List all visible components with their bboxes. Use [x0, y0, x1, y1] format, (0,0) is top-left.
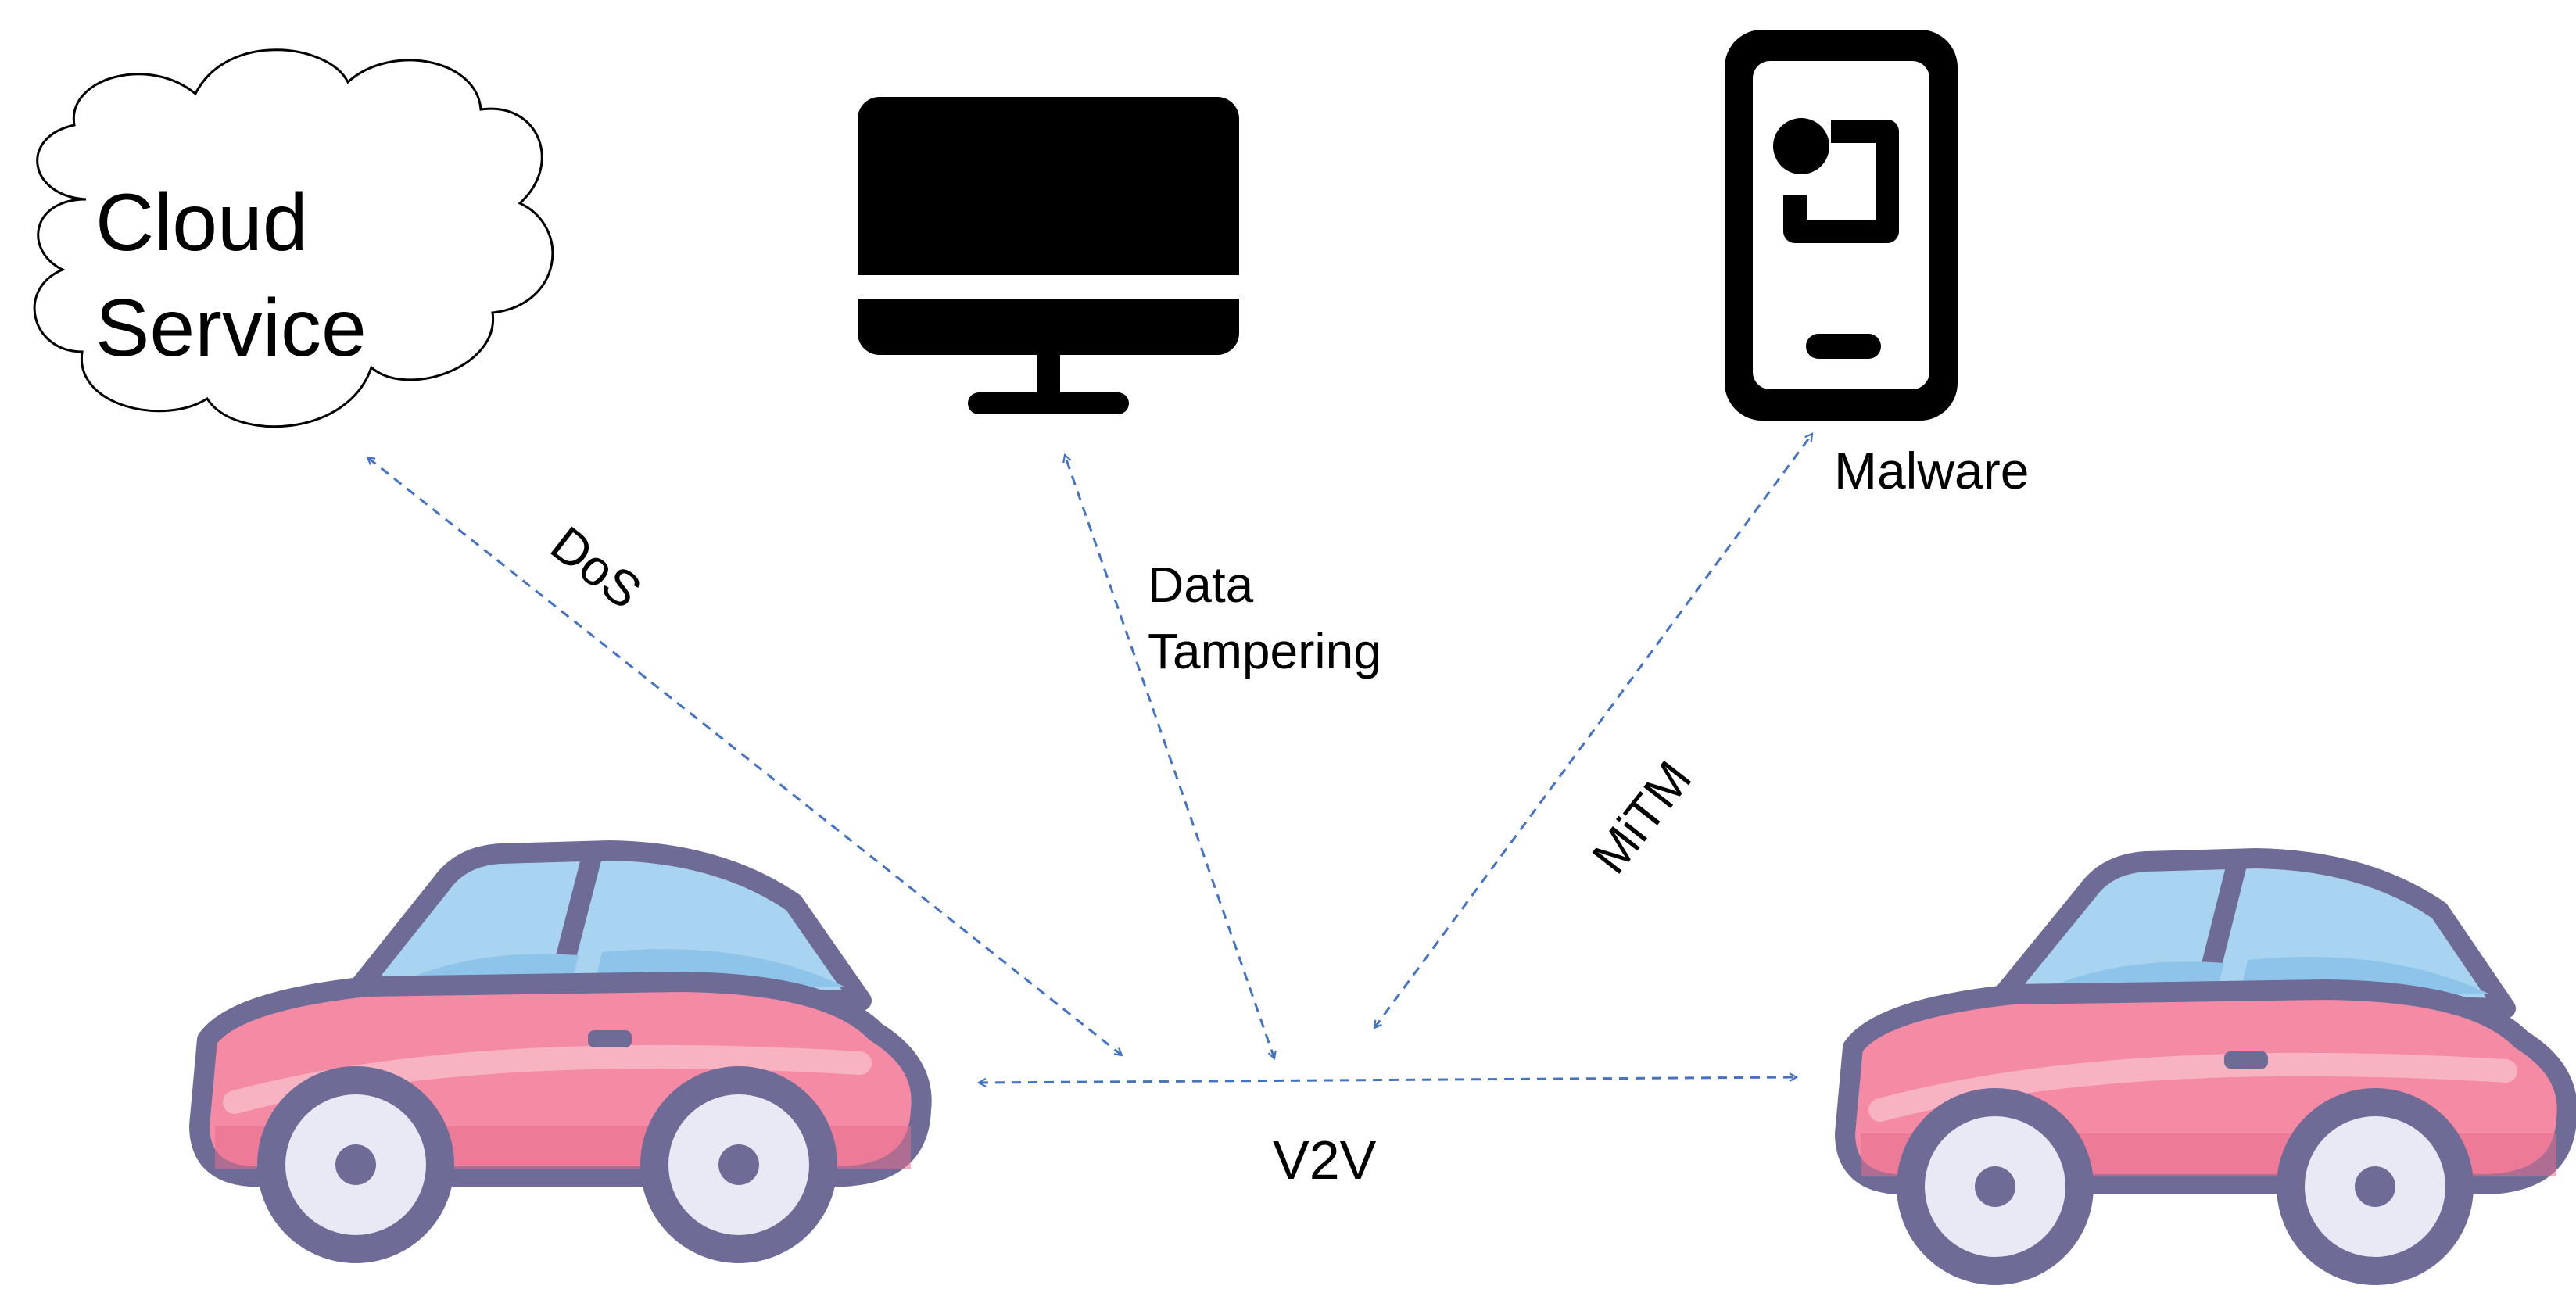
- cloud-service-label-line1: Cloud: [95, 177, 308, 268]
- mitm-link: [1374, 434, 1812, 1028]
- monitor-icon: [858, 97, 1239, 414]
- monitor-node: [858, 97, 1239, 414]
- smartphone-icon: [1725, 30, 1958, 421]
- attack-links: [367, 434, 1812, 1083]
- car-left-node: [189, 840, 932, 1263]
- dos-link: [367, 457, 1122, 1055]
- v2v-link: [979, 1077, 1797, 1083]
- data-tampering-label-line1: Data: [1148, 557, 1254, 613]
- cloud-service-node: Cloud Service: [33, 48, 554, 428]
- car-left-icon: [189, 840, 932, 1263]
- car-right-icon: [1835, 848, 2576, 1285]
- data-tampering-link: [1065, 455, 1274, 1058]
- car-right-node: [1835, 848, 2576, 1285]
- malware-label: Malware: [1834, 442, 2029, 500]
- data-tampering-label-line2: Tampering: [1148, 623, 1381, 679]
- phone-node: Malware: [1725, 30, 2029, 500]
- v2v-label: V2V: [1273, 1130, 1377, 1191]
- mitm-label: MiTM: [1581, 750, 1702, 883]
- cloud-service-label-line2: Service: [95, 283, 367, 374]
- cloud-icon: [33, 48, 554, 428]
- dos-label: DoS: [540, 515, 651, 619]
